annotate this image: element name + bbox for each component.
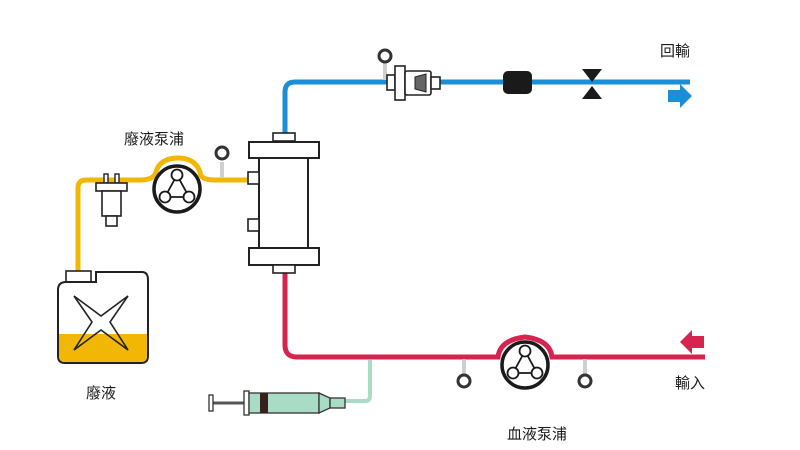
waste-pressure-sensor	[214, 145, 230, 178]
anticoagulant-line	[344, 360, 372, 403]
waste-label: 廢液	[86, 384, 117, 402]
return-arrow-icon	[668, 84, 692, 108]
air-trap-icon	[386, 65, 441, 101]
hemofilter-icon	[247, 132, 320, 274]
bubble-detector-icon	[503, 71, 532, 94]
return-line	[282, 79, 690, 133]
blood-pump-icon	[500, 340, 550, 390]
waste-line	[75, 155, 250, 275]
waste-pump-label: 廢液泵浦	[124, 130, 185, 148]
input-arrow-icon	[680, 330, 704, 354]
clamp-icon	[582, 69, 602, 99]
pre-pump-pressure-sensor	[456, 359, 472, 389]
blood-pump-label: 血液泵浦	[507, 425, 568, 443]
post-pump-pressure-sensor	[577, 359, 593, 389]
syringe-icon	[208, 390, 346, 416]
waste-container-icon	[57, 270, 149, 364]
return-pressure-sensor	[377, 48, 393, 80]
blood-leak-detector-icon	[95, 173, 128, 227]
blood-line	[282, 270, 705, 360]
return-label: 回輸	[660, 42, 691, 60]
waste-pump-icon	[152, 164, 202, 214]
input-label: 輸入	[675, 374, 706, 392]
